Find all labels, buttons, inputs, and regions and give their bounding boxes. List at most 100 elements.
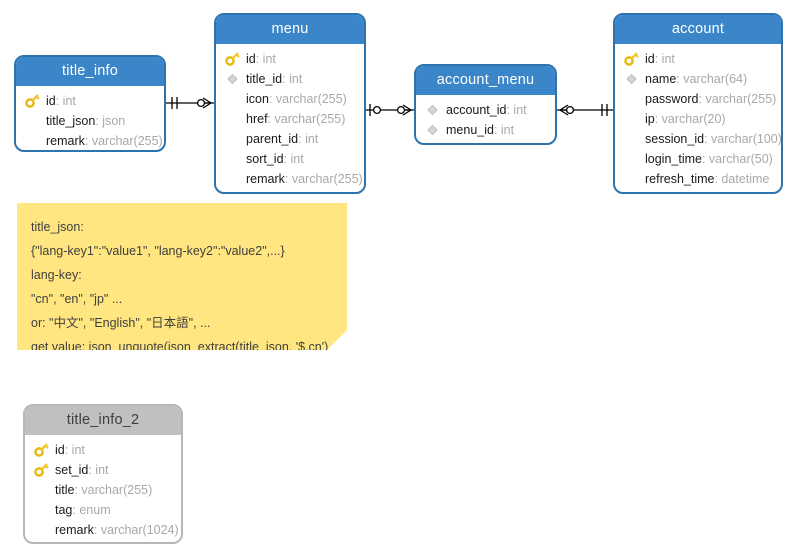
field-name: ip <box>645 112 655 126</box>
field-type: : int <box>298 132 319 146</box>
note-line: {"lang-key1":"value1", "lang-key2":"valu… <box>31 244 285 258</box>
entity-title-title_info: title_info <box>16 57 164 86</box>
field-type: : int <box>493 123 515 137</box>
field-name: id <box>46 94 56 108</box>
note-line: or: "中文", "English", "日本語", ... <box>31 316 211 330</box>
foreign-key-icon <box>623 69 641 89</box>
field-row[interactable]: parent_id: int <box>216 129 364 149</box>
note-fold-corner-icon <box>327 330 347 350</box>
field-row[interactable]: remark: varchar(255) <box>16 131 164 150</box>
field-type: : varchar(255) <box>74 483 153 497</box>
field-type: : varchar(20) <box>654 112 726 126</box>
field-row[interactable]: ip: varchar(20) <box>615 109 781 129</box>
field-name: parent_id <box>246 132 299 146</box>
field-name: session_id <box>645 132 705 146</box>
field-name: menu_id <box>446 123 494 137</box>
field-name: title_id <box>246 72 283 86</box>
relationship-account_menu-to-account[interactable] <box>557 100 613 120</box>
entity-title-title_info_2: title_info_2 <box>25 406 181 435</box>
field-row[interactable]: session_id: varchar(100) <box>615 129 781 149</box>
note-line: lang-key: <box>31 268 82 282</box>
field-row[interactable]: id: int <box>25 440 181 460</box>
field-row[interactable]: login_time: varchar(50) <box>615 149 781 169</box>
field-row[interactable]: href: varchar(255) <box>216 109 364 129</box>
field-name: set_id <box>55 463 89 477</box>
field-row[interactable]: remark: varchar(1024) <box>25 520 181 540</box>
field-type: : varchar(50) <box>701 152 773 166</box>
field-type: : json <box>95 114 126 128</box>
field-row[interactable]: tag: enum <box>25 500 181 520</box>
field-type: : int <box>255 52 276 66</box>
field-row[interactable]: title_json: json <box>16 111 164 131</box>
field-row[interactable]: id: int <box>615 49 781 69</box>
entity-title-account_menu: account_menu <box>416 66 555 95</box>
field-name: href <box>246 112 268 126</box>
field-name: remark <box>55 523 94 537</box>
field-row[interactable]: id: int <box>216 49 364 69</box>
note-line: get value: json_unquote(json_extract(tit… <box>31 340 329 350</box>
field-row[interactable]: remark: varchar(255) <box>216 169 364 189</box>
primary-key-icon <box>623 49 641 69</box>
field-type: : varchar(64) <box>676 72 748 86</box>
field-name: tag <box>55 503 73 517</box>
field-type: : varchar(1024) <box>93 523 179 537</box>
field-name: title <box>55 483 75 497</box>
foreign-key-icon <box>424 100 442 120</box>
field-type: : varchar(255) <box>698 92 777 106</box>
field-type: : int <box>654 52 675 66</box>
field-row[interactable]: id: int <box>16 91 164 111</box>
field-name: id <box>645 52 655 66</box>
foreign-key-icon <box>424 120 442 140</box>
field-row[interactable]: title: varchar(255) <box>25 480 181 500</box>
field-name: name <box>645 72 677 86</box>
field-name: remark <box>246 172 285 186</box>
field-row[interactable]: name: varchar(64) <box>615 69 781 89</box>
field-row[interactable]: refresh_time: datetime <box>615 169 781 189</box>
entity-title-menu: menu <box>216 15 364 44</box>
field-type: : int <box>64 443 85 457</box>
primary-key-icon <box>33 460 51 480</box>
relationship-title_info-to-menu[interactable] <box>166 93 214 113</box>
field-type: : datetime <box>714 172 770 186</box>
primary-key-icon <box>224 49 242 69</box>
relationship-menu-to-account_menu[interactable] <box>366 100 414 120</box>
field-type: : varchar(255) <box>284 172 363 186</box>
field-name: login_time <box>645 152 702 166</box>
field-row[interactable]: title_id: int <box>216 69 364 89</box>
field-row[interactable]: menu_id: int <box>416 120 555 140</box>
field-row[interactable]: account_id: int <box>416 100 555 120</box>
field-name: icon <box>246 92 269 106</box>
field-row[interactable]: set_id: int <box>25 460 181 480</box>
field-name: refresh_time <box>645 172 715 186</box>
title_json-note[interactable]: title_json: {"lang-key1":"value1", "lang-… <box>17 203 347 350</box>
field-name: remark <box>46 134 85 148</box>
field-name: sort_id <box>246 152 284 166</box>
primary-key-icon <box>33 440 51 460</box>
field-name: id <box>55 443 65 457</box>
entity-title-account: account <box>615 15 781 44</box>
field-row[interactable]: password: varchar(255) <box>615 89 781 109</box>
field-type: : int <box>55 94 76 108</box>
field-row[interactable]: sort_id: int <box>216 149 364 169</box>
primary-key-icon <box>24 91 42 111</box>
field-type: : varchar(100) <box>704 132 782 146</box>
field-type: : int <box>283 152 304 166</box>
field-row[interactable]: icon: varchar(255) <box>216 89 364 109</box>
field-name: account_id <box>446 103 507 117</box>
field-type: : int <box>282 72 303 86</box>
field-type: : int <box>88 463 109 477</box>
field-type: : varchar(255) <box>267 112 346 126</box>
note-line: title_json: <box>31 220 84 234</box>
foreign-key-icon <box>224 69 242 89</box>
